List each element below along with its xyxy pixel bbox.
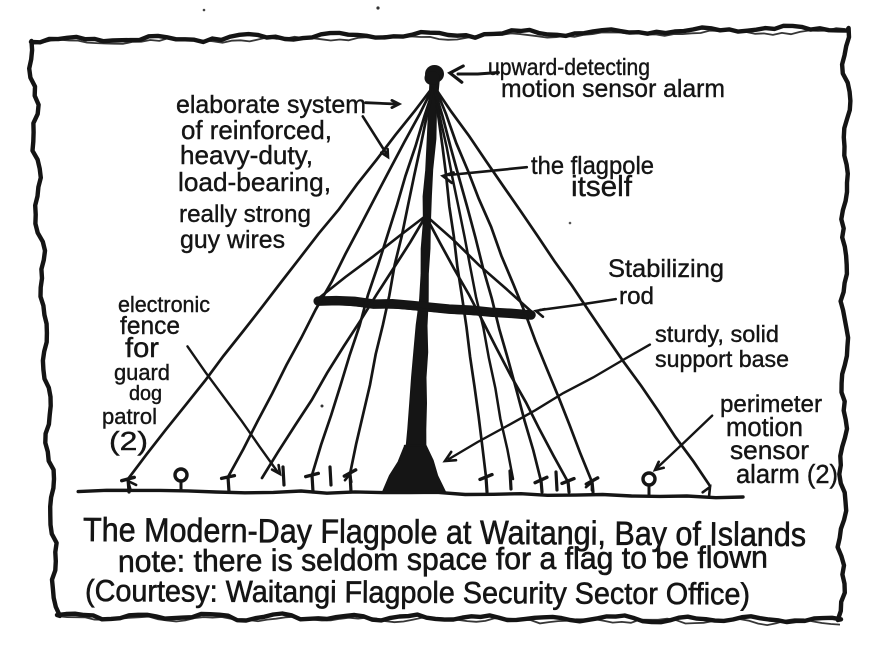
svg-text:itself: itself [571, 171, 632, 203]
svg-text:(2): (2) [109, 426, 148, 456]
svg-text:fence: fence [120, 312, 180, 340]
svg-text:guy wires: guy wires [180, 226, 285, 254]
svg-text:for: for [125, 332, 159, 363]
svg-text:heavy-duty,: heavy-duty, [180, 140, 313, 170]
svg-text:support base: support base [655, 346, 789, 372]
svg-text:motion: motion [726, 414, 803, 442]
svg-text:note: there is seldom space fo: note: there is seldom space for a flag t… [118, 539, 768, 579]
svg-text:upward-detecting: upward-detecting [488, 54, 650, 80]
svg-text:The Modern-Day Flagpole at Wai: The Modern-Day Flagpole at Waitangi, Bay… [83, 512, 806, 554]
svg-text:elaborate system: elaborate system [176, 91, 366, 119]
svg-text:motion sensor alarm: motion sensor alarm [501, 75, 725, 103]
svg-text:rod: rod [619, 283, 654, 310]
svg-text:alarm (2): alarm (2) [736, 461, 838, 489]
svg-text:Stabilizing: Stabilizing [608, 255, 724, 283]
svg-text:patrol: patrol [102, 404, 157, 429]
svg-text:sensor: sensor [730, 435, 809, 465]
svg-text:(Courtesy: Waitangi Flagpole S: (Courtesy: Waitangi Flagpole Security Se… [85, 574, 750, 611]
svg-text:electronic: electronic [118, 292, 210, 317]
svg-text:of reinforced,: of reinforced, [181, 115, 332, 145]
svg-text:really strong: really strong [179, 201, 311, 228]
svg-text:perimeter: perimeter [720, 391, 822, 418]
svg-text:load-bearing,: load-bearing, [178, 167, 331, 197]
svg-text:dog: dog [129, 383, 162, 405]
svg-text:the flagpole: the flagpole [531, 152, 654, 180]
svg-text:sturdy, solid: sturdy, solid [655, 321, 779, 347]
svg-text:guard: guard [114, 360, 170, 385]
